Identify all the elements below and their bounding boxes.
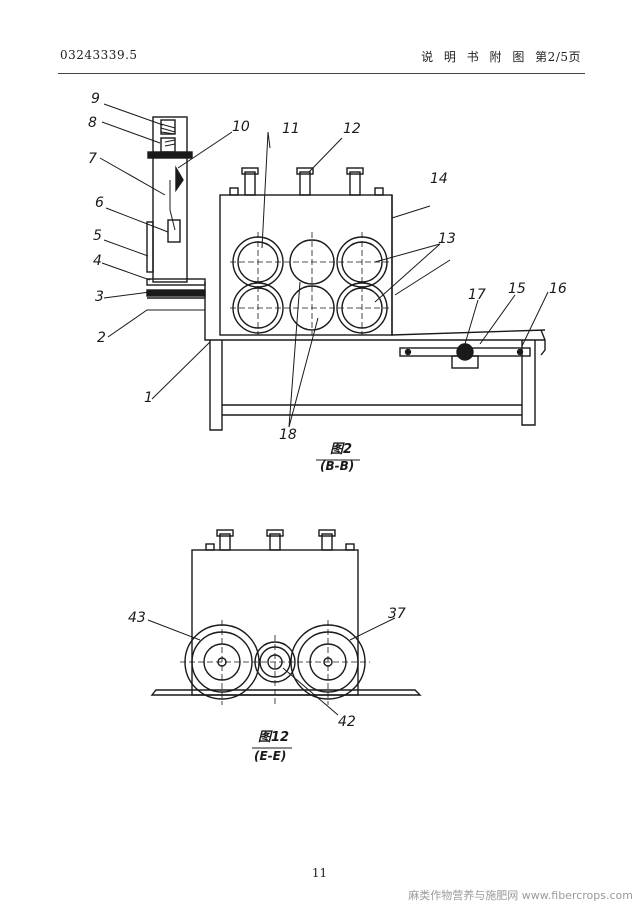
callout-9: 9 [91, 91, 100, 107]
gearbox-bolts [216, 529, 336, 551]
roller-housing [219, 194, 393, 336]
table-leg-right [521, 340, 536, 426]
clamp-plate [147, 151, 193, 159]
crank-assembly [399, 343, 531, 369]
callout-37: 37 [388, 606, 406, 622]
callout-5: 5 [93, 228, 102, 244]
callout-17: 17 [468, 287, 486, 303]
callout-10: 10 [232, 119, 250, 135]
callout-42: 42 [338, 714, 356, 730]
callout-14: 14 [430, 171, 448, 187]
plate-3 [146, 289, 206, 297]
callout-7: 7 [88, 151, 97, 167]
base-rail [150, 689, 422, 696]
table-crossbar [222, 404, 522, 416]
callout-2: 2 [97, 330, 106, 346]
slide-block [167, 219, 181, 243]
callout-3: 3 [95, 289, 104, 305]
callout-6: 6 [95, 195, 104, 211]
callout-4: 4 [93, 253, 102, 269]
callout-16: 16 [549, 281, 567, 297]
table-top [204, 282, 545, 341]
page-number: 11 [311, 866, 328, 880]
callout-43: 43 [128, 610, 146, 626]
callout-12: 12 [343, 121, 361, 137]
callout-18: 18 [279, 427, 297, 443]
document-number: 03243339.5 [60, 48, 138, 62]
figure-12-drawing: 43 37 42 图12 (E-E) [128, 529, 422, 763]
watermark: 麻类作物营养与施肥网 www.fibercrops.com [408, 889, 633, 902]
header-rule [58, 73, 585, 74]
guide-post [152, 116, 188, 283]
callout-1: 1 [144, 390, 153, 406]
spring-top [160, 119, 176, 135]
figure-2-caption: 图2 [330, 442, 352, 457]
table-leg-left [209, 340, 223, 431]
cutter-blade [175, 165, 184, 193]
figure-12-leaders [147, 617, 396, 716]
figure-12-caption: 图12 [258, 730, 289, 745]
page-header-title: 说 明 书 附 图 第2/5页 [421, 50, 581, 64]
leader-lines [99, 103, 549, 428]
adjusting-bolts [241, 167, 364, 196]
figure-2-section: (B-B) [320, 459, 354, 473]
callout-11: 11 [282, 121, 300, 137]
callout-8: 8 [88, 115, 97, 131]
roller-set [230, 232, 390, 335]
figure-12-section: (E-E) [254, 749, 286, 763]
callout-13: 13 [438, 231, 456, 247]
callout-15: 15 [508, 281, 526, 297]
figure-2-drawing: 9 8 10 11 12 14 7 6 5 4 13 17 15 16 3 2 … [88, 91, 567, 473]
